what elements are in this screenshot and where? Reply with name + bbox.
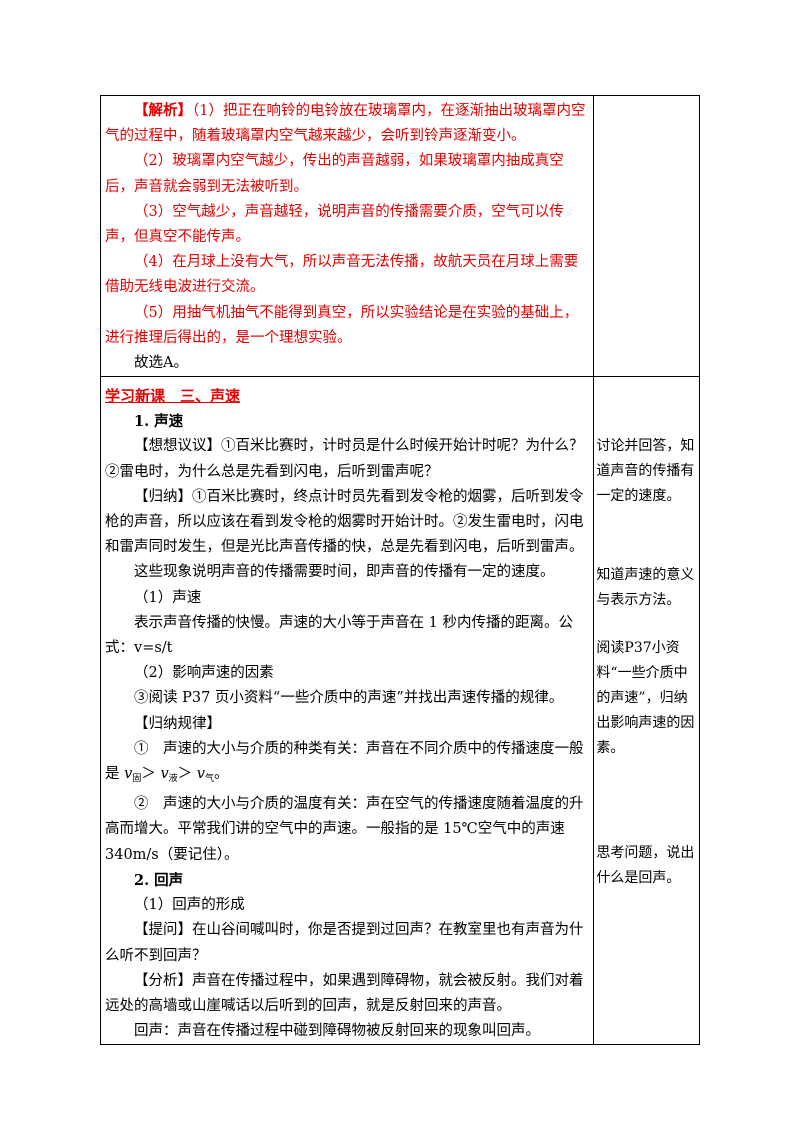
side-note-discuss: 讨论并回答，知道声音的传播有一定的速度。 — [596, 438, 695, 505]
analysis-point-2: （2）玻璃罩内空气越少，传出的声音越弱，如果玻璃罩内抽成真空后，声音就会弱到无法… — [105, 153, 564, 195]
analysis-point-5: （5）用抽气机抽气不能得到真空，所以实验结论是在实验的基础上，进行推理后得出的，… — [105, 304, 579, 346]
rule-tag: 【归纳规律】 — [134, 715, 221, 732]
analysis-point-3: （3）空气越少，声音越轻，说明声音的传播需要介质，空气可以传声，但真空不能传声。 — [105, 203, 564, 246]
echo-definition: 回声：声音在传播过程中碰到障碍物被反射回来的现象叫回声。 — [134, 1023, 540, 1040]
summary-tag: 【归纳】 — [134, 488, 192, 505]
analysis-point-1: （1）把正在响铃的电铃放在玻璃罩内，在逐渐抽出玻璃罩内空气的过程中，随着玻璃罩内… — [105, 103, 586, 145]
analysis-side-cell — [593, 94, 700, 378]
factors-subheading: （2）影响声速的因素 — [134, 665, 274, 682]
echo-title: 2. 回声 — [134, 871, 184, 889]
lesson-row: 学习新课 三、声速 1. 声速 【想想议议】①百米比赛时，计时员是什么时候开始计… — [99, 376, 700, 1046]
speed-subheading: （1）声速 — [134, 589, 202, 606]
analysis-row: 【解析】（1）把正在响铃的电铃放在玻璃罩内，在逐渐抽出玻璃罩内空气的过程中，随着… — [99, 94, 700, 378]
section-heading: 学习新课 三、声速 — [105, 387, 241, 406]
analysis-answer: 故选A。 — [134, 355, 188, 372]
rule-temperature: ② 声速的大小与介质的温度有关：声在空气的传播速度随着温度的升高而增大。平常我们… — [105, 796, 584, 863]
echo-subheading: （1）回声的形成 — [134, 897, 245, 914]
side-note-echo: 思考问题，说出什么是回声。 — [596, 845, 695, 887]
think-tag: 【想想议议】 — [134, 438, 221, 455]
speed-definition: 表示声音传播的快慢。声速的大小等于声音在 1 秒内传播的距离。公式：v=s/t — [105, 614, 573, 657]
reading-task: ③阅读 P37 页小资料“一些介质中的声速”并找出声速传播的规律。 — [134, 690, 564, 707]
side-note-meaning: 知道声速的意义与表示方法。 — [596, 567, 695, 609]
rule-medium: ① 声速的大小与介质的种类有关：声音在不同介质中的传播速度一般是 v固＞ v液＞… — [105, 740, 584, 785]
think-text: ①百米比赛时，计时员是什么时候开始计时呢？为什么？②雷电时，为什么总是先看到闪电… — [105, 438, 584, 480]
lesson-side-cell: 讨论并回答，知道声音的传播有一定的速度。 知道声速的意义与表示方法。 阅读P37… — [593, 376, 700, 1046]
analysis-cell: 【解析】（1）把正在响铃的电铃放在玻璃罩内，在逐渐抽出玻璃罩内空气的过程中，随着… — [99, 94, 595, 378]
analysis2-tag: 【分析】 — [134, 972, 192, 989]
analysis-point-4: （4）在月球上没有大气，所以声音无法传播，故航天员在月球上需要借助无线电波进行交… — [105, 254, 579, 296]
ask-tag: 【提问】 — [134, 922, 192, 939]
lesson-cell: 学习新课 三、声速 1. 声速 【想想议议】①百米比赛时，计时员是什么时候开始计… — [99, 376, 595, 1046]
speed-title: 1. 声速 — [134, 413, 184, 431]
side-note-reading: 阅读P37小资料“一些介质中的声速”，归纳出影响声速的因素。 — [596, 640, 695, 757]
analysis-tag: 【解析】 — [134, 102, 192, 119]
conclusion-text: 这些现象说明声音的传播需要时间，即声音的传播有一定的速度。 — [134, 564, 555, 581]
summary-text: ①百米比赛时，终点计时员先看到发令枪的烟雾，后听到发令枪的声音，所以应该在看到发… — [105, 488, 584, 556]
analysis2-text: 声音在传播过程中，如果遇到障碍物，就会被反射。我们对着远处的高墙或山崖喊话以后听… — [105, 972, 584, 1014]
ask-text: 在山谷间喊叫时，你是否提到过回声？在教室里也有声音为什么听不到回声？ — [105, 922, 584, 964]
lesson-plan-table: 【解析】（1）把正在响铃的电铃放在玻璃罩内，在逐渐抽出玻璃罩内空气的过程中，随着… — [99, 94, 700, 1046]
